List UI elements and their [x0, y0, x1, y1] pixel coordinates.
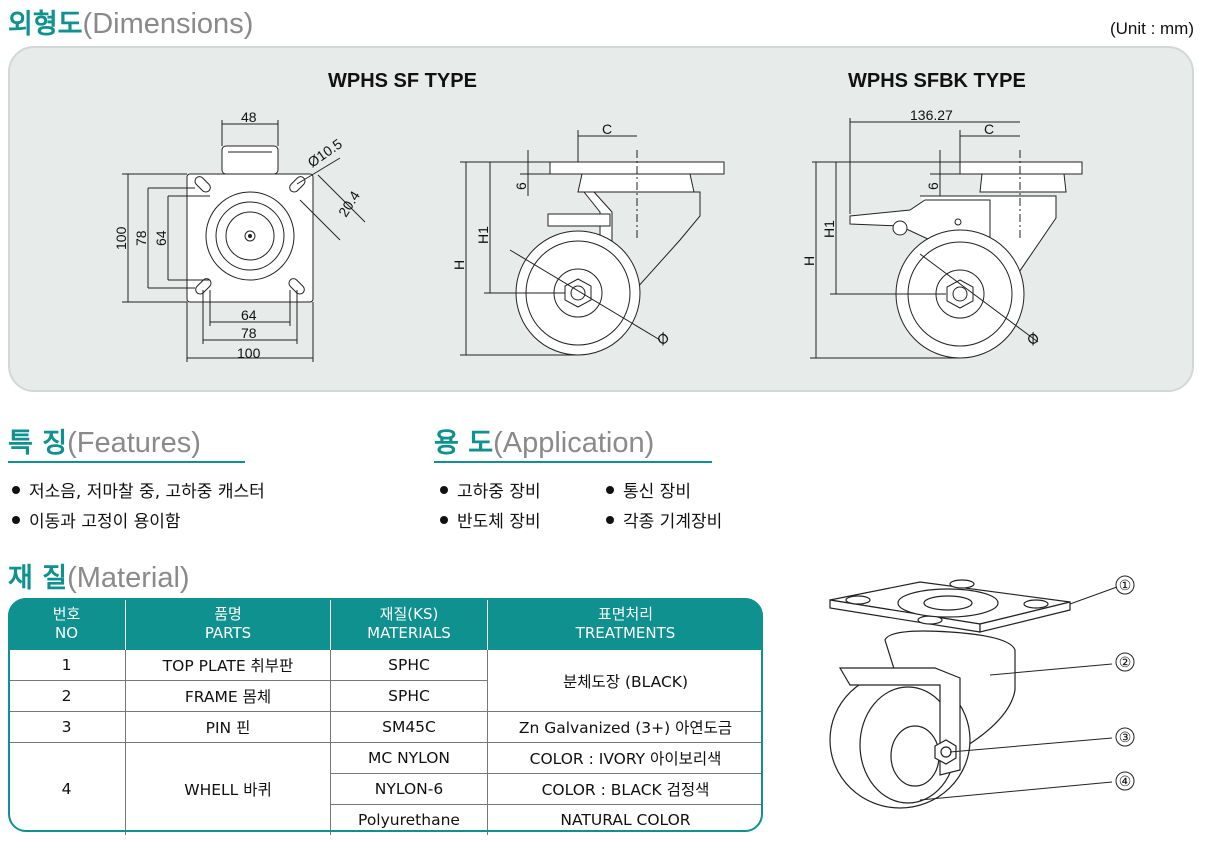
table-cell: NATURAL COLOR — [560, 811, 691, 829]
feature-item: 저소음, 저마찰 중, 고하중 캐스터 — [12, 477, 265, 507]
dim-h78: 78 — [241, 325, 257, 341]
application-item: 통신 장비 — [606, 477, 722, 507]
sf-dim-6: 6 — [513, 182, 529, 190]
table-cell: COLOR : IVORY 아이보리색 — [488, 743, 763, 774]
features-title-ko: 특 징 — [8, 428, 68, 459]
sfbk-dim-width: 136.27 — [910, 107, 953, 123]
sfbk-dim-c: C — [984, 121, 994, 137]
dimensions-title-ko: 외형도 — [8, 9, 83, 40]
dim-48: 48 — [241, 109, 257, 125]
table-cell: MC NYLON — [331, 743, 488, 774]
header-materials: 재질(KS)MATERIALS — [331, 598, 488, 650]
sf-dim-phi: Ø — [654, 329, 673, 348]
application-title: 용 도(Application) — [434, 421, 654, 460]
table-cell: Zn Galvanized (3+) 아연도금 — [488, 712, 763, 743]
application-item: 반도체 장비 — [440, 507, 541, 537]
dim-h100: 100 — [237, 345, 261, 361]
table-row: NYLON-6 COLOR : BLACK 검정색 — [8, 774, 763, 805]
application-list-right: 통신 장비 각종 기계장비 — [606, 477, 722, 537]
top-view-drawing — [122, 120, 366, 362]
sf-dim-c: C — [602, 121, 612, 137]
table-row: 3 PIN 핀 SM45C Zn Galvanized (3+) 아연도금 — [8, 712, 763, 743]
table-row: 1 TOP PLATE 취부판 SPHC 분체도장 (BLACK) — [8, 650, 763, 712]
application-item: 각종 기계장비 — [606, 507, 722, 537]
table-cell: 분체도장 (BLACK) — [488, 650, 763, 712]
material-title-en: (Material) — [67, 562, 190, 594]
table-cell: SPHC — [331, 681, 488, 712]
table-cell: 1 — [8, 650, 126, 681]
callout-1: ① — [1119, 577, 1132, 593]
callout-4: ④ — [1119, 773, 1132, 789]
features-list: 저소음, 저마찰 중, 고하중 캐스터 이동과 고정이 용이함 — [12, 477, 265, 537]
unit-label: (Unit : mm) — [1109, 19, 1194, 38]
table-cell: SPHC — [331, 650, 488, 681]
dim-h64: 64 — [241, 307, 257, 323]
application-title-en: (Application) — [493, 427, 655, 459]
sf-dim-h1: H1 — [475, 226, 491, 244]
sfbk-side-view-drawing — [810, 118, 1083, 359]
table-cell: 4 — [8, 743, 126, 835]
table-cell: WHELL 바퀴 — [126, 743, 331, 835]
table-cell: 3 — [8, 712, 126, 743]
dim-v64: 64 — [153, 230, 169, 246]
table-cell: Polyurethane — [331, 805, 488, 835]
table-cell: TOP PLATE 취부판 — [126, 650, 331, 681]
sf-type-label: WPHS SF TYPE — [328, 70, 477, 92]
features-underline — [8, 461, 245, 463]
sfbk-type-label: WPHS SFBK TYPE — [848, 70, 1026, 92]
table-cell: SM45C — [331, 712, 488, 743]
application-underline — [434, 461, 712, 463]
sfbk-dim-phi: Ø — [1024, 329, 1043, 348]
table-cell: FRAME 몸체 — [126, 681, 331, 712]
table-row: Polyurethane NATURAL COLOR — [8, 805, 763, 835]
dimensions-title: 외형도(Dimensions) — [8, 2, 253, 41]
dimensions-title-en: (Dimensions) — [82, 8, 254, 40]
features-title-en: (Features) — [67, 427, 201, 459]
dim-20-4: 20.4 — [335, 188, 363, 220]
table-cell: COLOR : BLACK 검정색 — [488, 774, 763, 805]
callout-3: ③ — [1119, 729, 1132, 745]
application-title-ko: 용 도 — [434, 428, 494, 459]
table-row: 2 FRAME 몸체 SPHC — [8, 681, 763, 712]
callout-2: ② — [1119, 654, 1132, 670]
material-title-ko: 재 질 — [8, 563, 68, 594]
sf-dim-h: H — [451, 260, 467, 270]
dim-v100: 100 — [113, 226, 129, 250]
sf-side-view-drawing — [460, 130, 725, 356]
feature-item: 이동과 고정이 용이함 — [12, 507, 265, 537]
material-title: 재 질(Material) — [8, 556, 190, 595]
sfbk-dim-h1: H1 — [821, 220, 837, 238]
dim-phi-10-5: Ø10.5 — [305, 135, 346, 170]
table-cell: PIN 핀 — [126, 712, 331, 743]
dim-v78: 78 — [133, 230, 149, 246]
application-item: 고하중 장비 — [440, 477, 541, 507]
sfbk-dim-h: H — [801, 256, 817, 266]
dimension-drawings: 48 Ø10.5 20.4 100 78 64 64 78 100 C 6 H1… — [113, 107, 1083, 362]
table-cell: NYLON-6 — [331, 774, 488, 805]
features-title: 특 징(Features) — [8, 421, 201, 460]
caster-illustration: ① ② ③ ④ — [829, 575, 1135, 809]
table-cell: 2 — [8, 681, 126, 712]
application-list-left: 고하중 장비 반도체 장비 — [440, 477, 541, 537]
sfbk-dim-6: 6 — [925, 182, 941, 190]
table-row: 4 WHELL 바퀴 MC NYLON COLOR : IVORY 아이보리색 — [8, 743, 763, 835]
